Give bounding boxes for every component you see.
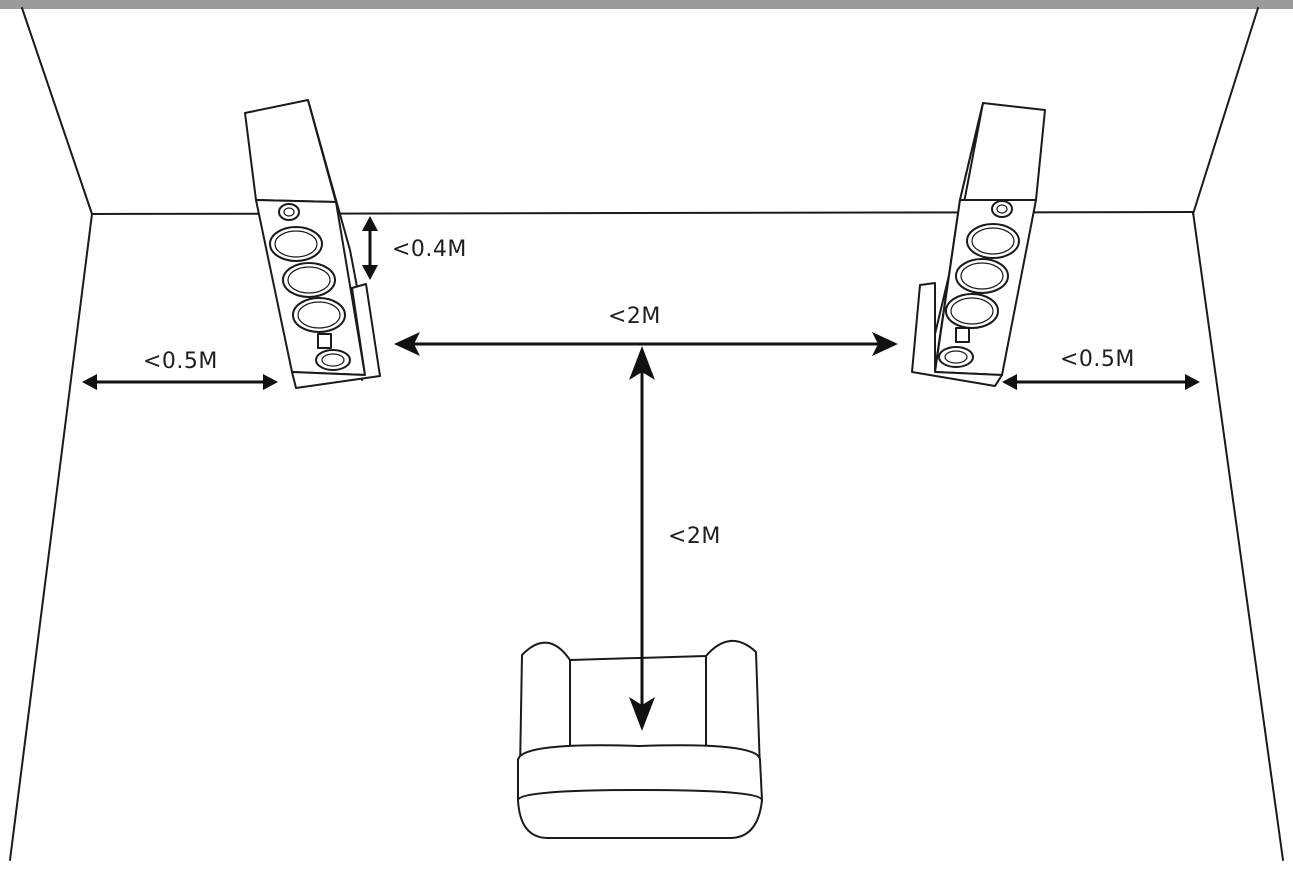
label-side-gap-right: <0.5M xyxy=(1060,347,1135,372)
left-wall-edge xyxy=(21,7,93,215)
right-speaker-front xyxy=(934,199,1037,376)
right-speaker-icon xyxy=(911,102,1046,387)
left-port xyxy=(315,349,351,371)
left-floor-edge xyxy=(9,213,93,861)
right-woofer-1 xyxy=(966,223,1020,259)
left-speaker-icon xyxy=(244,99,381,389)
chair-base xyxy=(517,789,763,839)
left-woofer-2 xyxy=(282,262,336,298)
left-speaker-plinth xyxy=(291,283,381,389)
left-tweeter xyxy=(278,203,300,221)
right-speaker-plinth xyxy=(911,282,1003,387)
right-port xyxy=(938,346,974,368)
dimension-arrows xyxy=(82,216,1200,731)
label-side-gap-left: <0.5M xyxy=(143,349,218,374)
right-woofer-3 xyxy=(945,293,999,329)
left-woofer-3 xyxy=(292,297,346,333)
right-tweeter xyxy=(991,200,1013,218)
right-woofer-2 xyxy=(955,258,1009,294)
armchair-icon xyxy=(517,639,763,839)
left-speaker-front xyxy=(255,199,366,376)
left-port-label xyxy=(317,333,332,349)
label-listening-distance: <2M xyxy=(668,524,721,549)
label-speaker-spacing: <2M xyxy=(608,304,661,329)
right-port-label xyxy=(955,327,970,343)
arrow-side-gap-right xyxy=(1002,374,1200,390)
arrow-side-gap-left xyxy=(82,374,278,390)
right-wall-edge xyxy=(1192,7,1259,215)
top-bar xyxy=(0,0,1293,9)
arrow-listening-distance xyxy=(629,346,655,731)
arrow-speaker-spacing xyxy=(394,332,898,356)
left-woofer-1 xyxy=(269,226,323,262)
arrow-wall-gap-top xyxy=(362,216,378,280)
label-wall-gap-top: <0.4M xyxy=(392,237,467,262)
right-floor-edge xyxy=(1192,211,1284,861)
